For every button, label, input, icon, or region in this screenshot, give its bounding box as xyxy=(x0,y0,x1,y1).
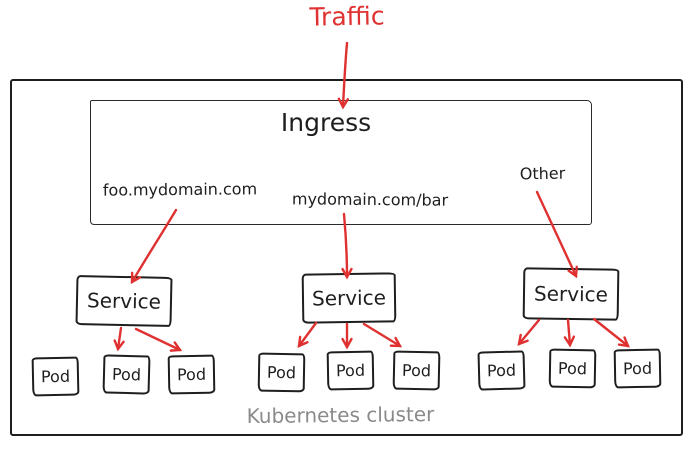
ingress-rule-foo: foo.mydomain.com xyxy=(102,179,258,200)
pod-box-2: Pod xyxy=(102,354,151,395)
cluster-caption: Kubernetes cluster xyxy=(246,402,435,428)
service-box-1: Service xyxy=(75,275,173,327)
traffic-label: Traffic xyxy=(309,1,385,32)
ingress-rule-bar: mydomain.com/bar xyxy=(291,189,449,210)
pod-box-9: Pod xyxy=(613,348,662,389)
ingress-rule-other: Other xyxy=(519,163,566,184)
service-box-3: Service xyxy=(522,267,620,321)
service-box-2: Service xyxy=(301,272,397,324)
pod-box-8: Pod xyxy=(548,348,597,389)
pod-box-6: Pod xyxy=(392,350,441,391)
pod-box-1: Pod xyxy=(31,356,80,397)
pod-box-7: Pod xyxy=(477,350,526,391)
pod-box-4: Pod xyxy=(257,352,306,393)
ingress-title: Ingress xyxy=(280,108,372,137)
pod-box-5: Pod xyxy=(326,350,375,391)
pod-box-3: Pod xyxy=(167,354,216,395)
